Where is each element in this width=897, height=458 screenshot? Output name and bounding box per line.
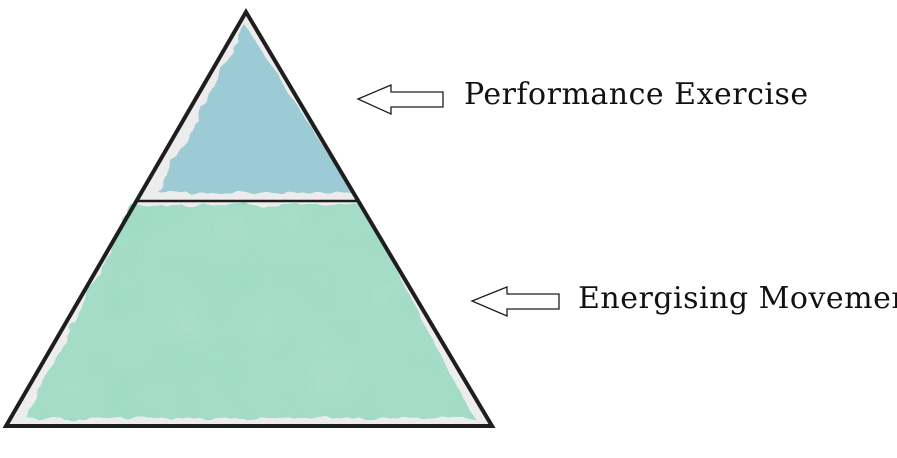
level-label-energising-movement: Energising Movement [578, 281, 897, 316]
level-label-performance-exercise: Performance Exercise [464, 77, 809, 112]
wash-texture [26, 205, 474, 418]
performance-exercise-wash [158, 26, 352, 192]
arrow-left-icon [356, 84, 444, 116]
pyramid-outline [2, 8, 496, 428]
arrow-left-icon [470, 286, 560, 317]
